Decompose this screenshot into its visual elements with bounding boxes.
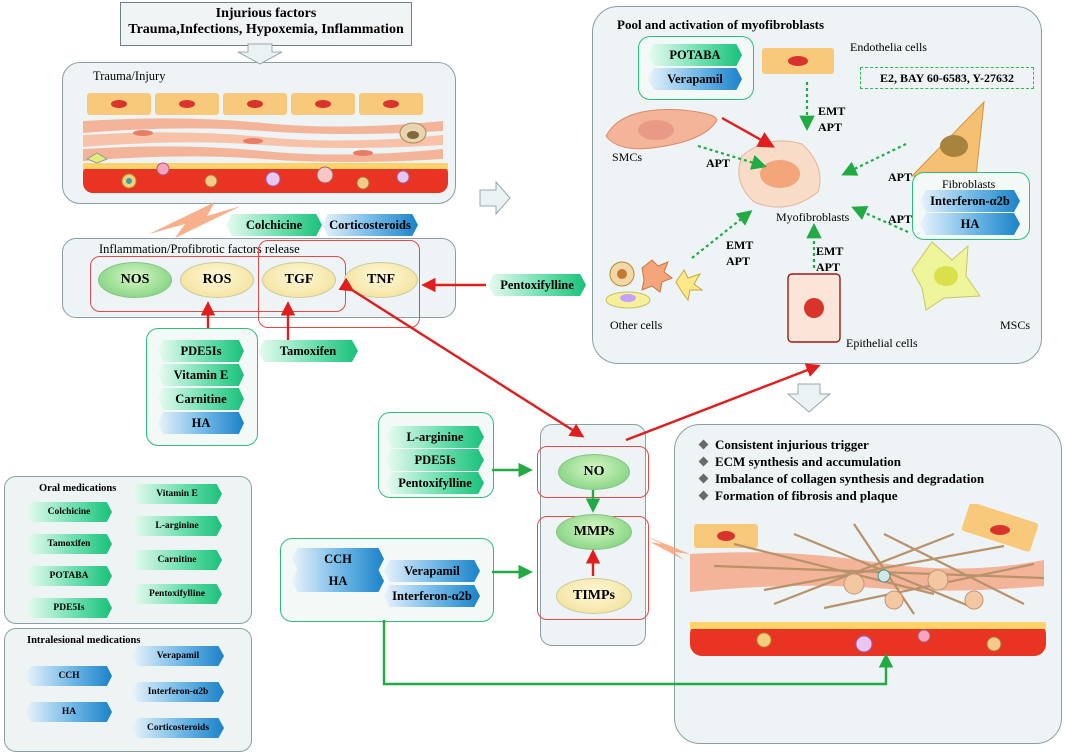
- hollow-arrow-down-icon-2: [786, 383, 832, 413]
- inhibitors-box: E2, BAY 60-6583, Y-27632: [860, 67, 1034, 89]
- tgf-oval: TGF: [262, 262, 336, 298]
- cch-tag: CCH: [292, 548, 384, 570]
- colchicine-tag: Colchicine: [226, 214, 322, 236]
- tnf-oval: TNF: [344, 262, 418, 298]
- outcome-item: ECM synthesis and accumulation: [698, 453, 984, 470]
- ros-oval: ROS: [180, 262, 254, 298]
- intra-interferon: Interferon-α2b: [132, 682, 224, 702]
- smcs-label: SMCs: [612, 150, 643, 164]
- potaba-tag: POTABA: [648, 44, 742, 66]
- vitamin-e-tag: Vitamin E: [158, 364, 244, 386]
- no-oval: NO: [558, 454, 630, 490]
- injurious-title: Injurious factors: [215, 6, 317, 21]
- mmps-oval: MMPs: [556, 514, 632, 550]
- myofib-cells-illustration: [605, 48, 985, 343]
- trauma-label: Trauma/Injury: [93, 69, 166, 83]
- trauma-panel: Trauma/Injury: [62, 62, 456, 204]
- hollow-arrow-right-icon: [479, 180, 511, 216]
- oral-pentoxifylline: Pentoxifylline: [132, 584, 222, 604]
- apt-endo-label: APT: [818, 120, 842, 134]
- apt-msc-label: APT: [888, 212, 912, 226]
- oral-title: Oral medications: [39, 483, 117, 494]
- injurious-factors-box: Injurious factors Trauma,Infections, Hyp…: [120, 2, 412, 46]
- outcome-list: Consistent injurious trigger ECM synthes…: [698, 436, 984, 504]
- oral-potaba: POTABA: [26, 566, 112, 586]
- endothelia-label: Endothelia cells: [850, 40, 927, 54]
- other-cells-label: Other cells: [610, 318, 663, 332]
- intra-cch: CCH: [26, 666, 112, 686]
- apt-other-label: APT: [726, 254, 750, 268]
- inflammation-label: Inflammation/Profibrotic factors release: [99, 242, 300, 256]
- pde5is-tag-mid: PDE5Is: [386, 449, 484, 471]
- myofib-title: Pool and activation of myofibroblasts: [617, 17, 825, 32]
- bullet-icon: [698, 439, 709, 450]
- intra-verapamil: Verapamil: [132, 646, 224, 666]
- oral-pde5is: PDE5Is: [26, 598, 112, 618]
- l-arginine-tag: L-arginine: [386, 426, 484, 448]
- epithelial-label: Epithelial cells: [846, 336, 918, 350]
- verapamil-tag-top: Verapamil: [648, 68, 742, 90]
- oral-l-arginine: L-arginine: [132, 516, 222, 536]
- outcome-item: Consistent injurious trigger: [698, 436, 984, 453]
- pentoxifylline-tag-mid: Pentoxifylline: [386, 472, 484, 494]
- hollow-arrow-down-icon: [237, 43, 283, 65]
- apt-fibro-label: APT: [888, 170, 912, 184]
- intralesional-title: Intralesional medications: [27, 635, 141, 646]
- bullet-icon: [698, 473, 709, 484]
- ha-tag-mid: HA: [292, 570, 384, 592]
- plaque-bolt-icon: [646, 536, 690, 560]
- verapamil-tag-mid: Verapamil: [384, 560, 480, 582]
- apt-epi-label: APT: [816, 260, 840, 274]
- carnitine-tag: Carnitine: [158, 388, 244, 410]
- interferon-tag-mid: Interferon-α2b: [384, 585, 480, 607]
- pde5is-tag-left: PDE5Is: [158, 340, 244, 362]
- interferon-tag-top: Interferon-α2b: [920, 190, 1020, 212]
- injurious-subtitle: Trauma,Infections, Hypoxemia, Inflammati…: [128, 22, 404, 37]
- intra-ha: HA: [26, 702, 112, 722]
- bullet-icon: [698, 456, 709, 467]
- oral-vitamin-e: Vitamin E: [132, 484, 222, 504]
- apt-smc-label: APT: [706, 156, 730, 170]
- intra-corticosteroids: Corticosteroids: [132, 718, 224, 738]
- mscs-label: MSCs: [1000, 318, 1031, 332]
- outcome-item: Formation of fibrosis and plaque: [698, 487, 984, 504]
- emt-other-label: EMT: [726, 238, 754, 252]
- vessel-wall-illustration: [83, 93, 448, 193]
- myofibroblasts-label: Myofibroblasts: [776, 210, 850, 224]
- ha-tag-top: HA: [920, 213, 1020, 235]
- emt-epi-label: EMT: [816, 244, 844, 258]
- fibroblasts-label: Fibroblasts: [942, 177, 996, 191]
- ha-tag-left: HA: [158, 412, 244, 434]
- bullet-icon: [698, 490, 709, 501]
- nos-oval: NOS: [98, 262, 172, 298]
- tamoxifen-tag: Tamoxifen: [258, 340, 358, 362]
- oral-carnitine: Carnitine: [132, 550, 222, 570]
- oral-tamoxifen: Tamoxifen: [26, 534, 112, 554]
- oral-colchicine: Colchicine: [26, 502, 112, 522]
- pentoxifylline-tag: Pentoxifylline: [488, 274, 586, 296]
- corticosteroids-tag: Corticosteroids: [322, 214, 418, 236]
- emt-endo-label: EMT: [818, 104, 846, 118]
- injury-bolt-icon: [149, 202, 241, 238]
- plaque-illustration: [690, 504, 1046, 656]
- outcome-item: Imbalance of collagen synthesis and degr…: [698, 470, 984, 487]
- timps-oval: TIMPs: [556, 578, 632, 614]
